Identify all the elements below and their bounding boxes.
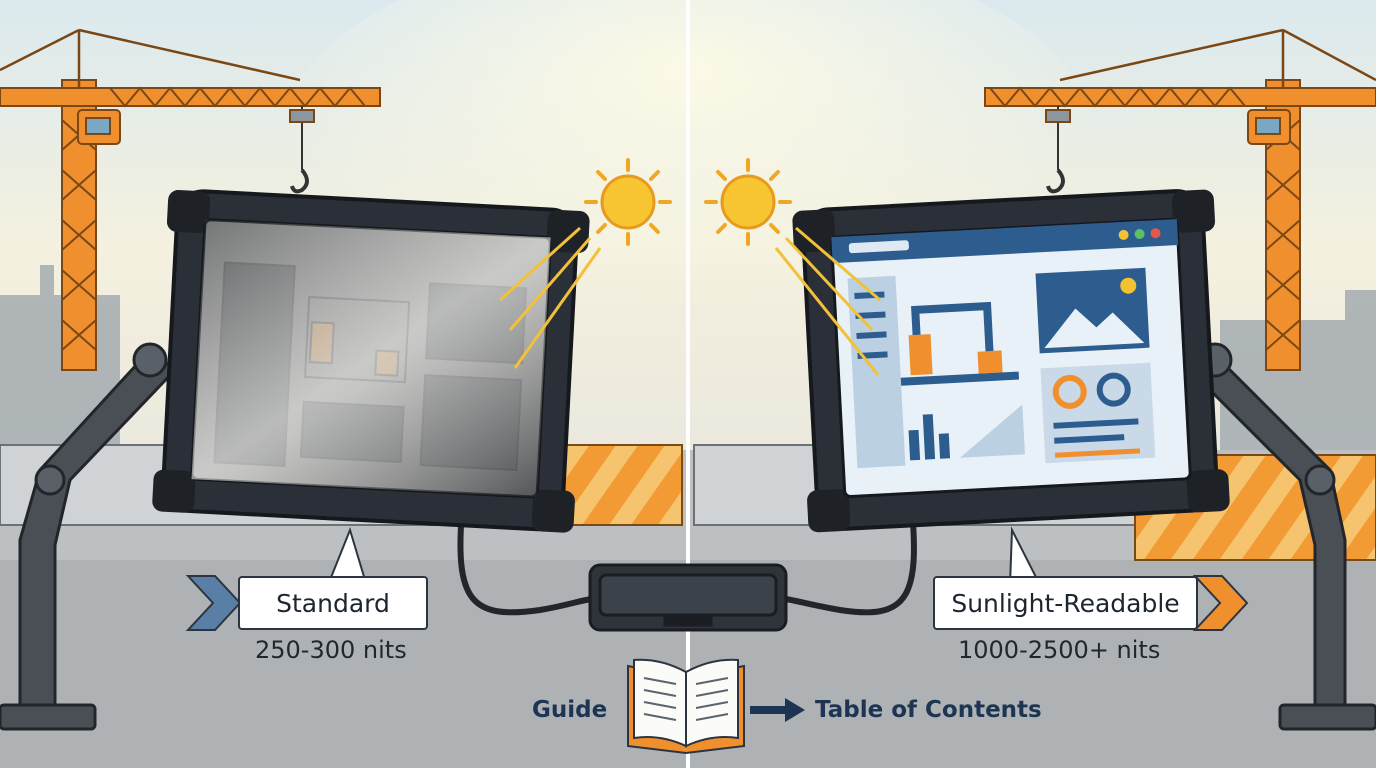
cables	[457, 507, 917, 616]
standard-label: Standard	[276, 588, 390, 618]
standard-brightness: 250-300 nits	[255, 636, 407, 664]
sunlight-readable-brightness: 1000-2500+ nits	[958, 636, 1161, 664]
docking-station	[588, 563, 788, 632]
chevron-right-icon	[185, 575, 242, 631]
tablet-standard	[152, 189, 590, 533]
mount-arm-right	[1187, 342, 1376, 731]
arrow-right-icon	[750, 698, 805, 722]
sunlight-readable-callout: Sunlight-Readable	[933, 576, 1198, 630]
crane-right-icon	[984, 28, 1376, 371]
sun-icon	[584, 158, 672, 246]
tablet-sunlight-readable	[792, 189, 1230, 533]
crane-left-icon	[0, 28, 381, 371]
sun-icon	[704, 158, 792, 246]
standard-callout: Standard	[238, 576, 428, 630]
chevron-right-icon	[1192, 575, 1249, 631]
guide-link[interactable]: Guide	[532, 697, 608, 723]
table-of-contents-link[interactable]: Table of Contents	[815, 697, 1042, 723]
sun-rays	[498, 226, 881, 376]
book-icon	[627, 658, 745, 755]
sunlight-readable-label: Sunlight-Readable	[951, 588, 1180, 618]
